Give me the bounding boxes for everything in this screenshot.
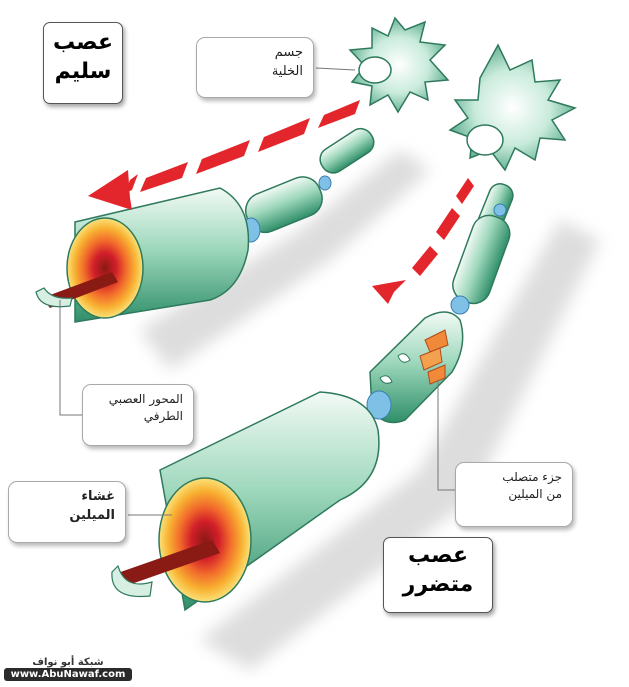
shadow-healthy-nerve bbox=[140, 150, 430, 370]
label-cell-body: جسم الخلية bbox=[196, 37, 314, 98]
damaged-nerve-title: عصب متضرر bbox=[383, 537, 493, 613]
axon-line2: الطرفي bbox=[143, 409, 183, 424]
healthy-segment-1 bbox=[319, 127, 375, 174]
myelin-line1: غشاء bbox=[81, 489, 115, 504]
damaged-segment-front bbox=[111, 391, 380, 612]
label-connectors bbox=[59, 67, 455, 516]
watermark-arabic: شبكة أبو نواف bbox=[32, 657, 104, 668]
damaged-segment-2 bbox=[452, 214, 511, 305]
damaged-node-2 bbox=[450, 295, 470, 315]
connector-hardened bbox=[437, 380, 455, 491]
damaged-segment-broken bbox=[369, 311, 464, 424]
healthy-signal-arrow bbox=[88, 100, 360, 210]
site-watermark: شبكة أبو نواف www.AbuNawaf.com bbox=[4, 657, 132, 681]
damaged-node-3 bbox=[366, 390, 392, 420]
shadow-damaged-nerve bbox=[200, 220, 600, 670]
myelin-line2: الميلين bbox=[69, 507, 115, 523]
cell-body-line1: جسم bbox=[274, 45, 303, 60]
hardened-line2: من الميلين bbox=[508, 487, 562, 502]
label-peripheral-axon: المحور العصبي الطرفي bbox=[82, 384, 194, 446]
damaged-signal-arrow bbox=[372, 178, 474, 304]
label-myelin-sheath: غشاء الميلين bbox=[8, 481, 126, 543]
damaged-title-line1: عصب bbox=[408, 543, 468, 568]
connector-cell-body bbox=[315, 67, 356, 71]
hardened-line1: جزء متصلب bbox=[502, 470, 562, 484]
axon-line1: المحور العصبي bbox=[108, 392, 183, 406]
healthy-node-1 bbox=[318, 175, 332, 191]
damaged-node-1 bbox=[493, 203, 507, 217]
watermark-url: www.AbuNawaf.com bbox=[4, 668, 132, 681]
connector-axon bbox=[59, 300, 82, 416]
damaged-cell-body bbox=[448, 43, 577, 172]
healthy-nerve-title: عصب سليم bbox=[43, 22, 123, 104]
damaged-nerve bbox=[111, 43, 577, 612]
healthy-title-line1: عصب bbox=[53, 30, 113, 55]
healthy-nerve bbox=[35, 16, 450, 323]
label-hardened-myelin: جزء متصلب من الميلين bbox=[455, 462, 573, 527]
cell-body-line2: الخلية bbox=[271, 63, 303, 79]
healthy-cell-body bbox=[348, 16, 450, 114]
healthy-segment-front bbox=[35, 187, 250, 323]
healthy-title-line2: سليم bbox=[54, 58, 112, 84]
damaged-title-line2: متضرر bbox=[402, 571, 474, 597]
